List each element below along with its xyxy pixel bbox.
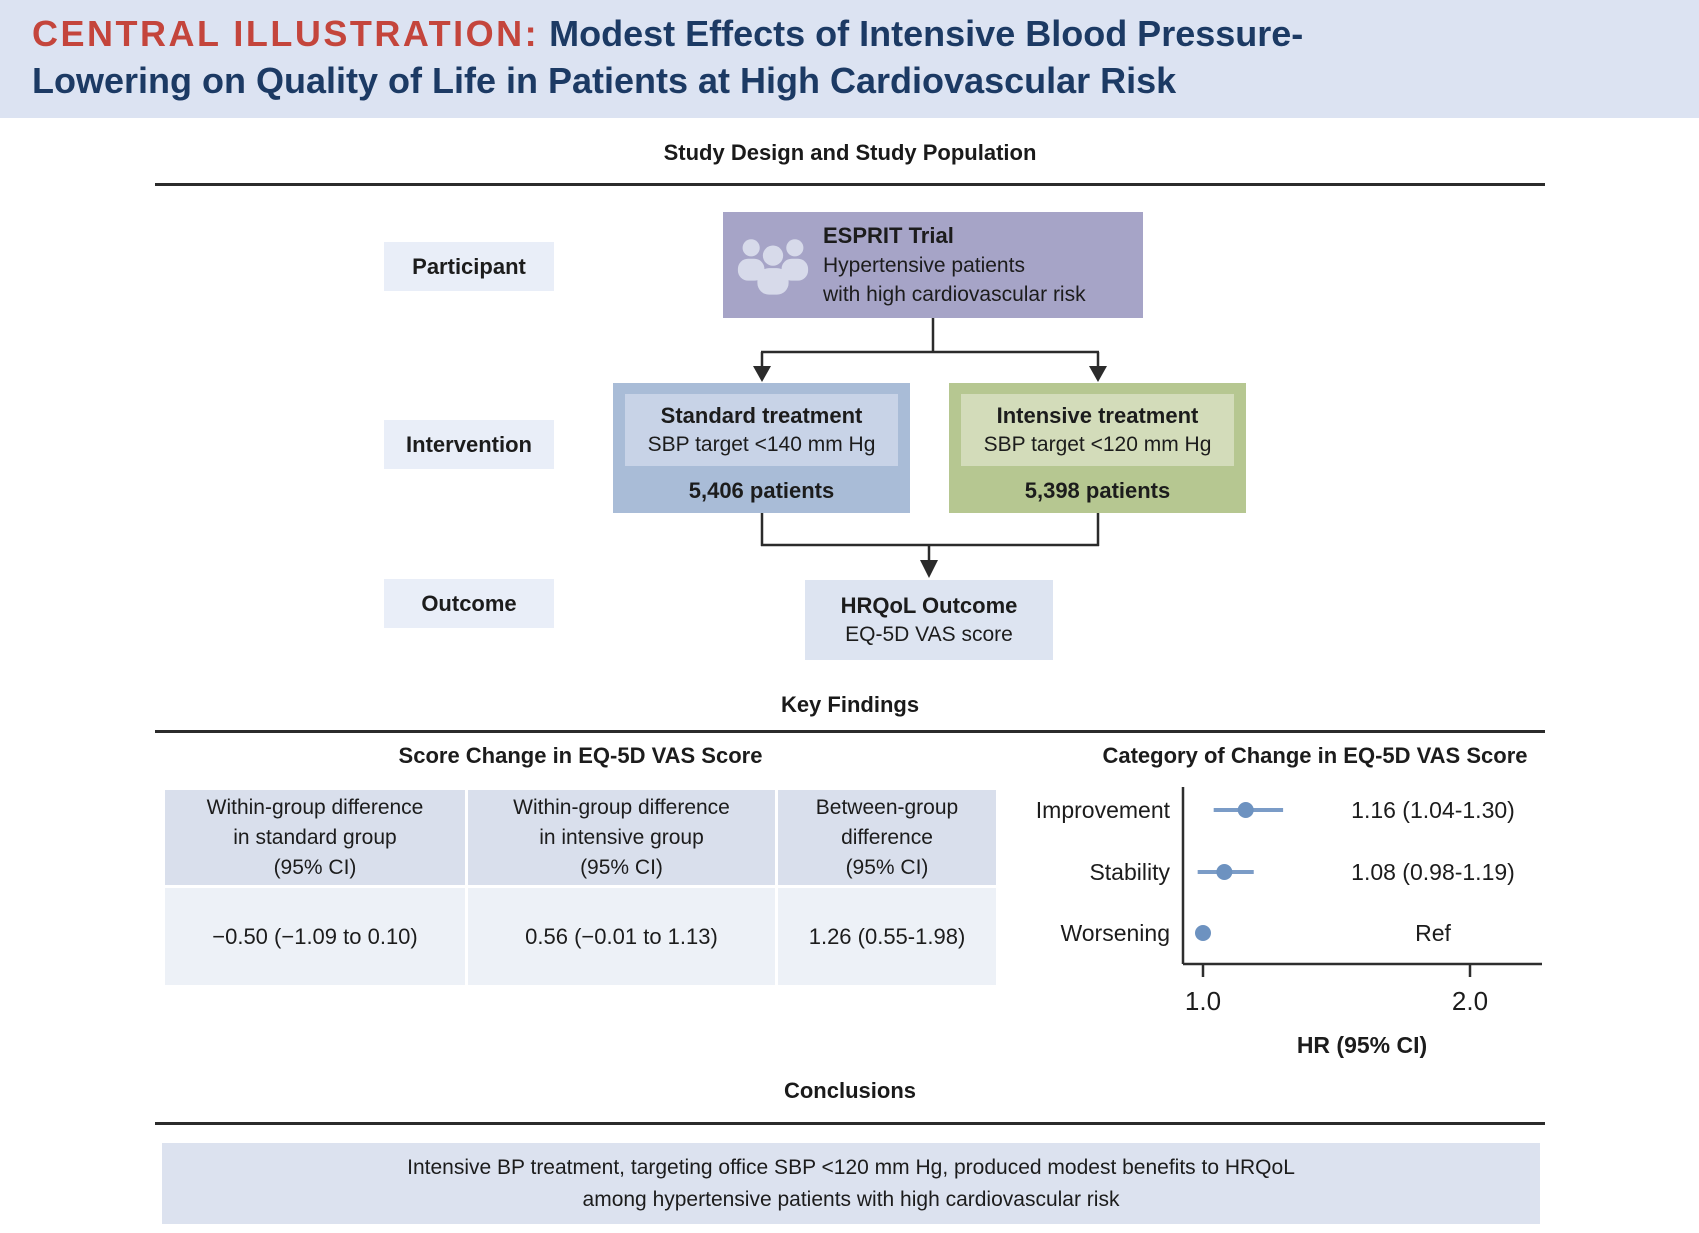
category-label: Improvement (1036, 797, 1171, 823)
hr-dot (1216, 864, 1233, 880)
forest-row-improvement: Improvement 1.16 (1.04-1.30) (1036, 797, 1515, 823)
tick-label-1: 1.0 (1185, 986, 1221, 1016)
hr-value-label: 1.16 (1.04-1.30) (1351, 797, 1515, 823)
forest-plot: 1.0 2.0 Improvement 1.16 (1.04-1.30) Sta… (1036, 787, 1542, 1016)
hr-dot (1237, 802, 1254, 818)
forest-plot-title: Category of Change in EQ-5D VAS Score (1102, 743, 1528, 768)
hrqol-outcome-box: HRQoL Outcome EQ-5D VAS score (805, 580, 1053, 660)
intensive-treatment-inner: Intensive treatment SBP target <120 mm H… (961, 394, 1234, 466)
title-line-2: Lowering on Quality of Life in Patients … (32, 60, 1177, 101)
section-heading-study-design: Study Design and Study Population (663, 140, 1037, 165)
intensive-treatment-box: Intensive treatment SBP target <120 mm H… (949, 383, 1246, 513)
table-header-intensive: Within-group difference in intensive gro… (468, 790, 775, 885)
title-line-1: CENTRAL ILLUSTRATION:Modest Effects of I… (32, 10, 1303, 57)
forest-x-axis-label: HR (95% CI) (1296, 1032, 1428, 1058)
row-label-participant: Participant (384, 242, 554, 291)
title-text-1: Modest Effects of Intensive Blood Pressu… (549, 13, 1304, 54)
forest-row-worsening: Worsening Ref (1060, 920, 1451, 946)
esprit-trial-box: ESPRIT Trial Hypertensive patients with … (723, 212, 1143, 318)
category-label: Stability (1089, 859, 1170, 885)
esprit-trial-description: Hypertensive patients with high cardiova… (823, 254, 1086, 306)
table-value-standard: −0.50 (−1.09 to 0.10) (165, 888, 465, 985)
row-label-outcome: Outcome (384, 579, 554, 628)
section-heading-key-findings: Key Findings (780, 692, 920, 717)
hr-value-label: Ref (1415, 920, 1451, 946)
divider-rule-2 (155, 730, 1545, 733)
standard-treatment-title: Standard treatment (660, 403, 863, 428)
hr-value-label: 1.08 (0.98-1.19) (1351, 859, 1515, 885)
intensive-treatment-target: SBP target <120 mm Hg (983, 433, 1212, 456)
table-value-between: 1.26 (0.55-1.98) (778, 888, 996, 985)
figure-title: CENTRAL ILLUSTRATION:Modest Effects of I… (32, 10, 1303, 104)
hrqol-outcome-subtitle: EQ-5D VAS score (845, 623, 1013, 646)
section-heading-conclusions: Conclusions (783, 1078, 916, 1103)
intensive-treatment-title: Intensive treatment (996, 403, 1199, 428)
table-header-between: Between-group difference (95% CI) (778, 790, 996, 885)
forest-row-stability: Stability 1.08 (0.98-1.19) (1089, 859, 1514, 885)
standard-treatment-target: SBP target <140 mm Hg (647, 433, 876, 456)
figure-header: CENTRAL ILLUSTRATION:Modest Effects of I… (0, 0, 1699, 118)
esprit-trial-title: ESPRIT Trial (823, 223, 954, 248)
divider-rule-3 (155, 1122, 1545, 1125)
hrqol-outcome-title: HRQoL Outcome (840, 593, 1018, 618)
esprit-trial-text: ESPRIT Trial Hypertensive patients with … (823, 221, 1086, 309)
table-value-intensive: 0.56 (−0.01 to 1.13) (468, 888, 775, 985)
hr-dot (1195, 925, 1211, 941)
divider-rule-1 (155, 183, 1545, 186)
row-label-intervention: Intervention (384, 420, 554, 469)
standard-treatment-box: Standard treatment SBP target <140 mm Hg… (613, 383, 910, 513)
table-header-standard: Within-group difference in standard grou… (165, 790, 465, 885)
category-label: Worsening (1060, 920, 1170, 946)
standard-treatment-inner: Standard treatment SBP target <140 mm Hg (625, 394, 898, 466)
score-table-title: Score Change in EQ-5D VAS Score (398, 743, 763, 768)
conclusion-box: Intensive BP treatment, targeting office… (162, 1143, 1540, 1224)
people-icon (723, 229, 823, 301)
standard-treatment-patients: 5,406 patients (688, 478, 835, 503)
tick-label-2: 2.0 (1452, 986, 1488, 1016)
intensive-treatment-patients: 5,398 patients (1024, 478, 1171, 503)
central-illustration-kicker: CENTRAL ILLUSTRATION: (32, 13, 540, 54)
